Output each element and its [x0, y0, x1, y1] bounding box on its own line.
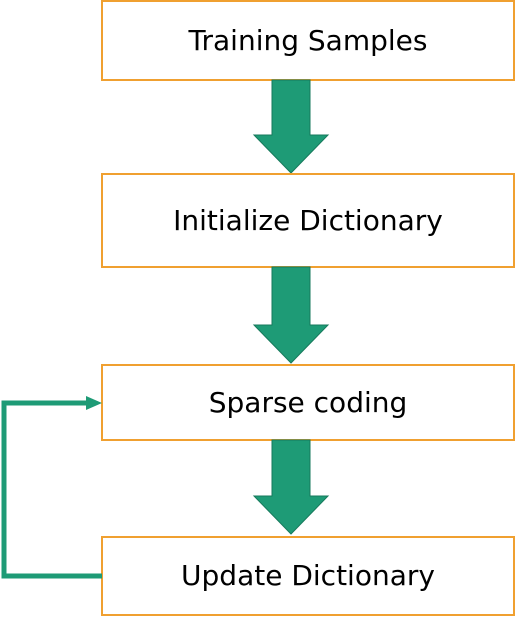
feedback-arrowhead	[86, 396, 102, 410]
step-box	[101, 536, 515, 616]
down-arrow	[252, 79, 330, 174]
feedback-loop	[1, 396, 102, 579]
step-box	[101, 364, 515, 441]
step-label: Update Dictionary	[181, 559, 435, 592]
step-label: Initialize Dictionary	[173, 204, 443, 237]
step-label: Sparse coding	[209, 386, 408, 419]
step-update-dictionary: Update Dictionary	[101, 536, 515, 616]
feedback-line	[1, 400, 102, 579]
down-arrow	[252, 266, 330, 364]
step-label: Training Samples	[188, 24, 428, 57]
step-initialize-dictionary: Initialize Dictionary	[101, 173, 515, 268]
step-training-samples: Training Samples	[101, 0, 515, 81]
down-arrow	[252, 439, 330, 535]
step-box	[101, 173, 515, 268]
step-box	[101, 0, 515, 81]
step-sparse-coding: Sparse coding	[101, 364, 515, 441]
